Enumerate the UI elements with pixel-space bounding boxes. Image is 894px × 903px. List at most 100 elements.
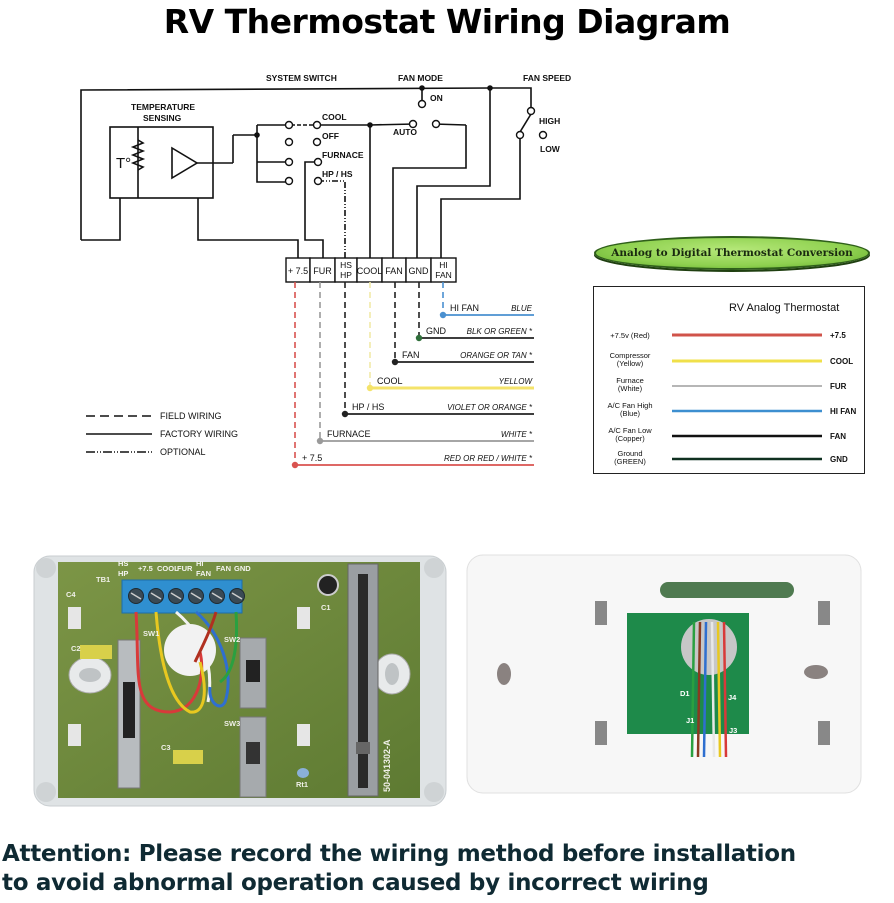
conversion-left-label: +7.5v (Red)	[610, 331, 650, 340]
switch-contact	[284, 120, 294, 130]
legend-label: FIELD WIRING	[160, 411, 222, 421]
wire-function-label: FURNACE	[327, 429, 371, 439]
attention-notice: Attention: Please record the wiring meth…	[2, 840, 894, 898]
pcb-label-c4: C4	[66, 590, 76, 599]
terminal-label: FAN	[435, 270, 452, 280]
conversion-left-label: A/C Fan High	[607, 401, 652, 410]
terminal-box	[285, 257, 311, 283]
conversion-banner: Analog to Digital Thermostat Conversion	[594, 236, 870, 270]
plate-label-j4: J4	[728, 693, 737, 702]
plate-tab	[595, 601, 607, 625]
pcb-wire	[193, 611, 218, 663]
plate-wire	[702, 621, 708, 758]
wire-color-label: VIOLET OR ORANGE *	[447, 403, 533, 412]
fan-speed-label: FAN SPEED	[523, 73, 571, 83]
terminal-label: FAN	[385, 266, 403, 276]
plate-label-j3: J3	[729, 726, 737, 735]
pcb-label-c2: C2	[71, 644, 81, 653]
wire-node	[366, 384, 374, 392]
pcb-terminal-label: FAN	[196, 569, 211, 578]
conversion-right-label: FUR	[830, 382, 847, 391]
wire-function-label: HI FAN	[450, 303, 479, 313]
wire-color-label: BLUE	[511, 304, 533, 313]
terminal-label: FUR	[313, 266, 332, 276]
terminal-box	[381, 257, 407, 283]
pcb-label-sw1: SW1	[143, 629, 159, 638]
capacitor-c2	[80, 645, 112, 659]
pcb-terminal-label: +7.5	[138, 564, 153, 573]
terminal-label: HI	[439, 260, 448, 270]
pcb-terminal-label: HP	[118, 569, 128, 578]
pcb-label-c3: C3	[161, 743, 171, 752]
pcb-label-rt1: Rt1	[296, 780, 308, 789]
wiring-schematic: SYSTEM SWITCH FAN MODE FAN SPEED TEMPERA…	[80, 73, 571, 469]
fan-mode-label: FAN MODE	[398, 73, 443, 83]
wire-color-label: RED OR RED / WHITE *	[444, 454, 533, 463]
capacitor-c3	[173, 750, 203, 764]
conversion-banner-text: Analog to Digital Thermostat Conversion	[611, 247, 853, 259]
conversion-right-label: GND	[830, 455, 848, 464]
plate-tab	[818, 721, 830, 745]
fan-mode-on: ON	[430, 93, 443, 103]
plate-wire	[690, 621, 696, 758]
plate-wire	[716, 621, 722, 758]
plate-slot	[660, 582, 794, 598]
conversion-left-label: Compressor	[610, 351, 651, 360]
system-switch-label: SYSTEM SWITCH	[266, 73, 337, 83]
wire-node	[291, 461, 299, 469]
temp-sensing-label-2: SENSING	[143, 113, 182, 123]
pcb-label-sw2: SW2	[224, 635, 240, 644]
op-amp-icon	[171, 146, 199, 180]
switch-pos-hphs: HP / HS	[322, 169, 353, 179]
conversion-left-label: Furnace	[616, 376, 644, 385]
schematic-wire	[81, 198, 121, 241]
wire-function-label: COOL	[377, 376, 403, 386]
fan-speed-high: HIGH	[539, 116, 560, 126]
capacitor-c1	[317, 574, 339, 596]
pcb-part-number: 50-041302-A	[382, 739, 392, 792]
conversion-right-label: FAN	[830, 432, 846, 441]
wire-function-label: FAN	[402, 350, 420, 360]
pcb-label-tb1: TB1	[96, 575, 110, 584]
plate-tab	[818, 601, 830, 625]
wiring-legend: FIELD WIRING FACTORY WIRING OPTIONAL	[86, 411, 238, 457]
rv-analog-title: RV Analog Thermostat	[729, 302, 839, 314]
plate-tab	[595, 721, 607, 745]
schematic-wire	[80, 87, 491, 240]
pcb-label-c1: C1	[321, 603, 331, 612]
conversion-left-label: A/C Fan Low	[608, 426, 652, 435]
attention-line-1: Attention: Please record the wiring meth…	[2, 841, 796, 867]
pcb-terminal-label: FAN	[216, 564, 231, 573]
thermistor-rt1	[297, 768, 309, 778]
wire-function-label: HP / HS	[352, 402, 384, 412]
wire-color-label: YELLOW	[499, 377, 534, 386]
terminal-label: HP	[340, 270, 352, 280]
conversion-left-label: (GREEN)	[614, 457, 646, 466]
wire-node	[341, 410, 349, 418]
fan-mode-auto: AUTO	[393, 127, 417, 137]
terminal-label: HS	[340, 260, 352, 270]
slider-knob[interactable]	[356, 742, 370, 754]
pcb-terminal-label: HS	[118, 559, 128, 568]
switch-pos-off: OFF	[322, 131, 339, 141]
conversion-right-label: COOL	[830, 357, 853, 366]
wire-node	[391, 358, 399, 366]
wire-color-label: ORANGE OR TAN *	[460, 351, 533, 360]
conversion-right-label: HI FAN	[830, 407, 856, 416]
mounting-hole	[497, 663, 511, 685]
pcb-terminal-label: HI	[196, 559, 204, 568]
mounting-hole	[804, 665, 828, 679]
page-title: RV Thermostat Wiring Diagram	[163, 2, 731, 41]
switch-pos-cool: COOL	[322, 112, 347, 122]
plate-label-d1: D1	[680, 689, 690, 698]
pcb-label-sw3: SW3	[224, 719, 240, 728]
terminal-label: GND	[409, 266, 430, 276]
conversion-right-label: +7.5	[830, 331, 846, 340]
legend-label: FACTORY WIRING	[160, 429, 238, 439]
temp-symbol: T°	[116, 155, 131, 172]
fan-speed-low: LOW	[540, 144, 561, 154]
